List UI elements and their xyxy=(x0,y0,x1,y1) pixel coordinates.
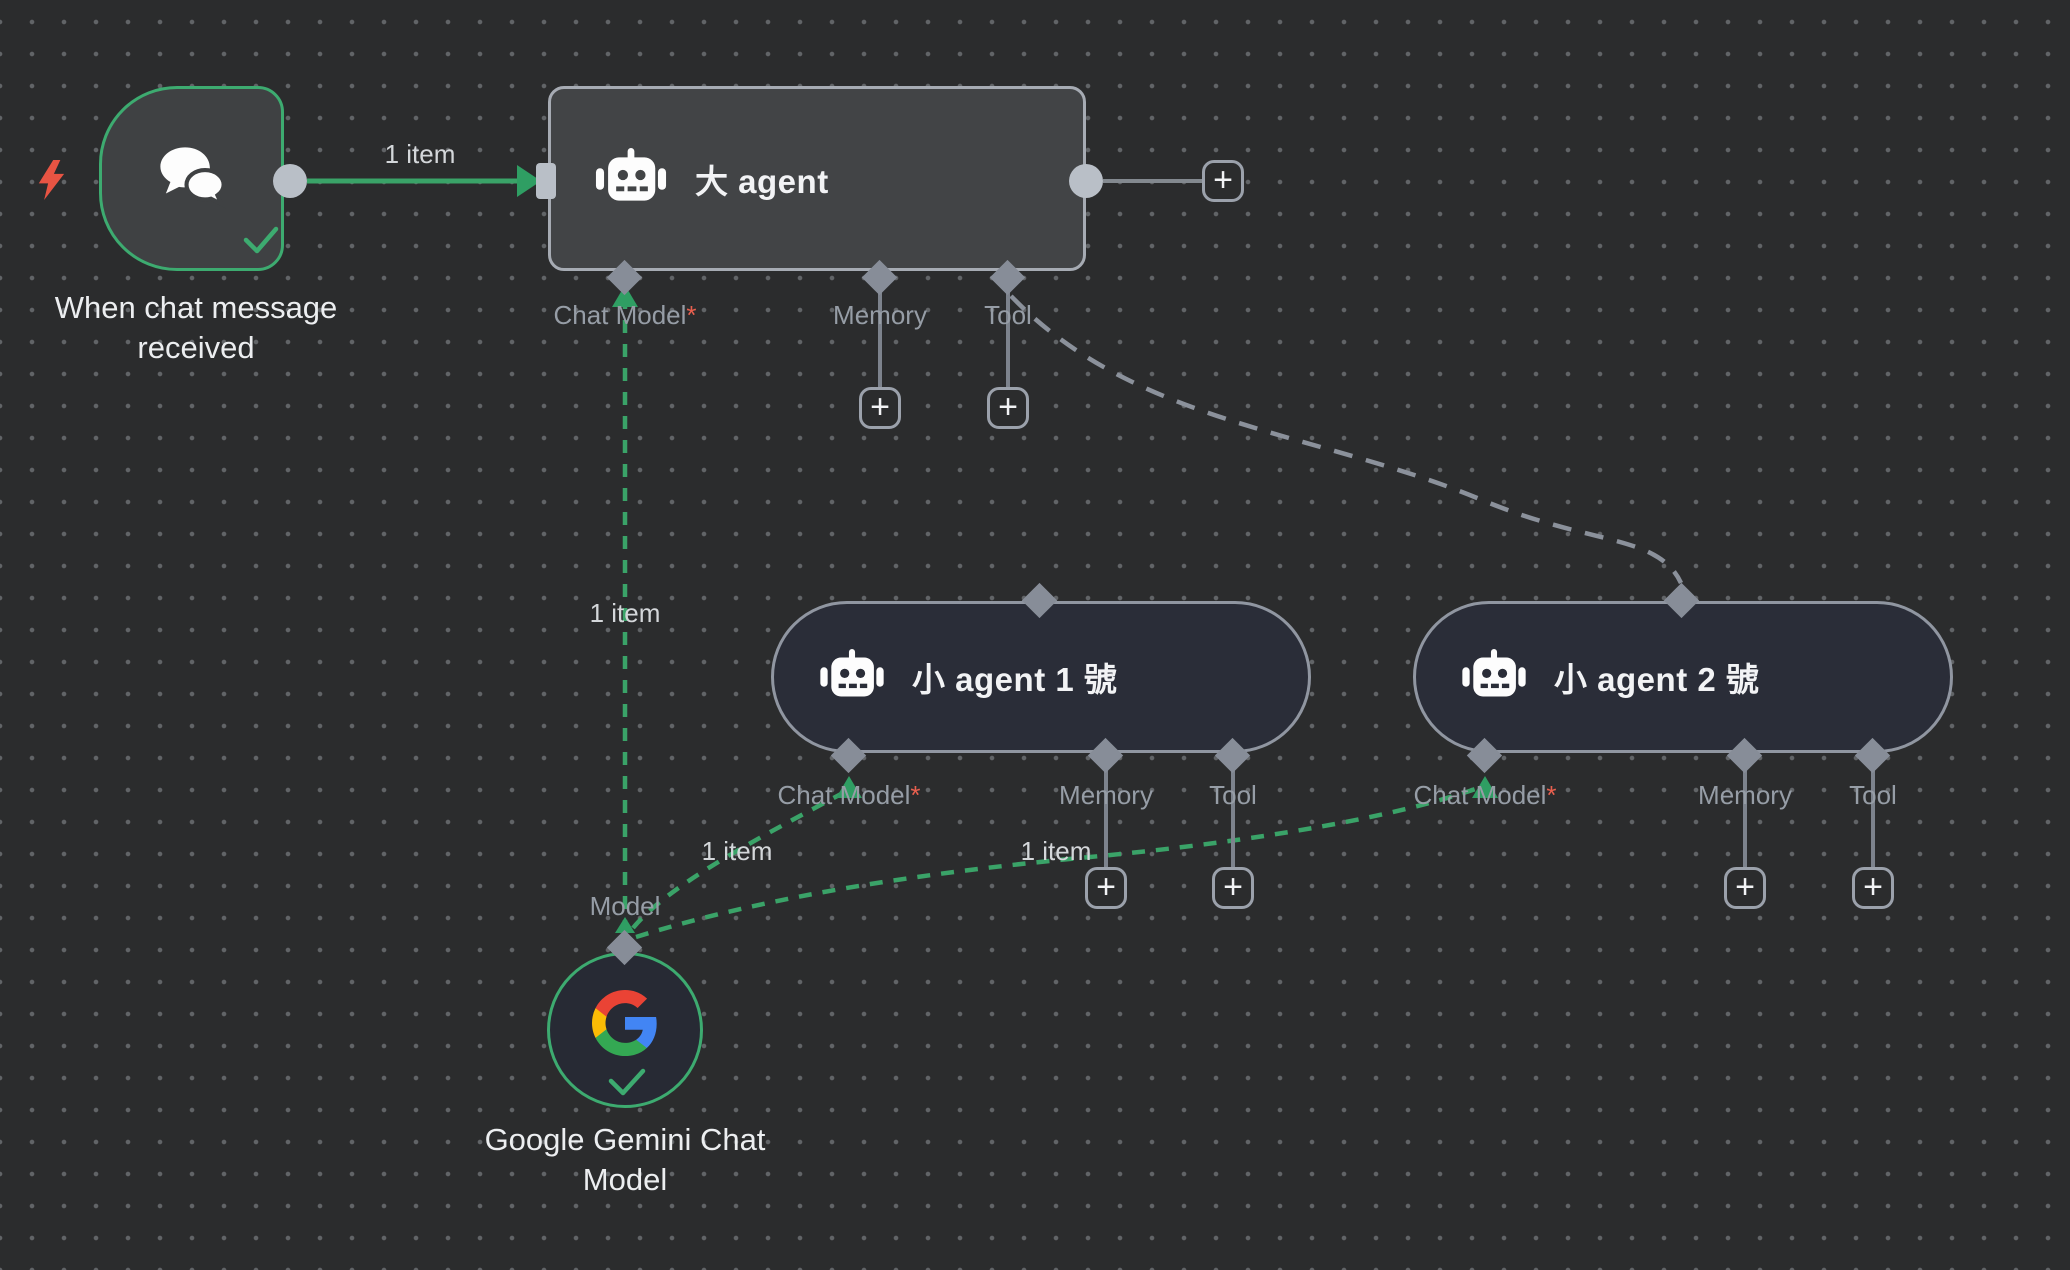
chat-bubbles-icon xyxy=(159,146,226,209)
node-gemini-chat-model[interactable] xyxy=(547,952,703,1108)
node-small-agent-1[interactable]: 小 agent 1 號 xyxy=(771,601,1311,753)
small-agent-2-memory-label: Memory xyxy=(1698,780,1792,810)
robot-icon xyxy=(820,649,884,697)
checkmark-icon xyxy=(243,226,279,254)
big-agent-output-add-button[interactable]: + xyxy=(1202,160,1244,202)
edge-label-gemini-to-small-agent-1: 1 item xyxy=(701,836,773,866)
small-agent-2-tool-add-button[interactable]: + xyxy=(1852,867,1894,909)
big-agent-memory-label: Memory xyxy=(833,300,927,330)
edge-arrowhead-into-big-agent xyxy=(517,165,541,197)
big-agent-chat-model-label: Chat Model* xyxy=(553,300,697,330)
small-agent-1-tool-label: Tool xyxy=(1209,780,1257,810)
big-agent-output-handle[interactable] xyxy=(1069,164,1103,198)
trigger-output-handle[interactable] xyxy=(273,164,307,198)
node-small-agent-2[interactable]: 小 agent 2 號 xyxy=(1413,601,1953,753)
small-agent-1-memory-add-button[interactable]: + xyxy=(1085,867,1127,909)
big-agent-title: 大 agent xyxy=(695,162,829,200)
big-agent-tool-label: Tool xyxy=(984,300,1032,330)
big-agent-input-handle[interactable] xyxy=(536,163,556,199)
edge-label-trigger-to-big-agent: 1 item xyxy=(384,139,456,169)
small-agent-2-title: 小 agent 2 號 xyxy=(1554,661,1760,698)
small-agent-1-chat-model-label: Chat Model* xyxy=(777,780,921,810)
small-agent-2-memory-add-button[interactable]: + xyxy=(1724,867,1766,909)
small-agent-2-tool-label: Tool xyxy=(1849,780,1897,810)
big-agent-memory-add-button[interactable]: + xyxy=(859,387,901,429)
small-agent-2-chat-model-label: Chat Model* xyxy=(1413,780,1557,810)
gemini-node-label: Google Gemini Chat Model xyxy=(484,1122,766,1197)
edge-label-gemini-to-big-agent: 1 item xyxy=(589,598,661,628)
edge-arrowhead-small-agent-1-chat-model xyxy=(836,776,862,798)
edge-label-gemini-to-small-agent-2: 1 item xyxy=(1020,836,1092,866)
node-big-agent[interactable]: 大 agent xyxy=(548,86,1086,271)
edge-arrowhead-big-agent-chat-model xyxy=(612,285,638,307)
lightning-bolt-icon[interactable] xyxy=(36,160,66,200)
node-trigger[interactable] xyxy=(99,86,284,271)
edge-arrowhead-gemini-model-out xyxy=(615,917,635,933)
big-agent-tool-add-button[interactable]: + xyxy=(987,387,1029,429)
edge-big-agent-tool-to-small-agent-2[interactable] xyxy=(1009,294,1684,584)
google-g-icon xyxy=(592,990,657,1056)
trigger-node-label: When chat message received xyxy=(54,290,338,365)
gemini-model-port-label: Model xyxy=(589,891,661,921)
edge-arrowhead-small-agent-2-chat-model xyxy=(1472,776,1498,798)
small-agent-1-memory-label: Memory xyxy=(1059,780,1153,810)
robot-icon xyxy=(595,147,667,201)
robot-icon xyxy=(1462,649,1526,697)
small-agent-1-tool-add-button[interactable]: + xyxy=(1212,867,1254,909)
edge-gemini-to-small-agent-2-chat-model[interactable] xyxy=(635,785,1479,940)
checkmark-icon xyxy=(608,1068,646,1096)
small-agent-1-title: 小 agent 1 號 xyxy=(912,661,1118,698)
